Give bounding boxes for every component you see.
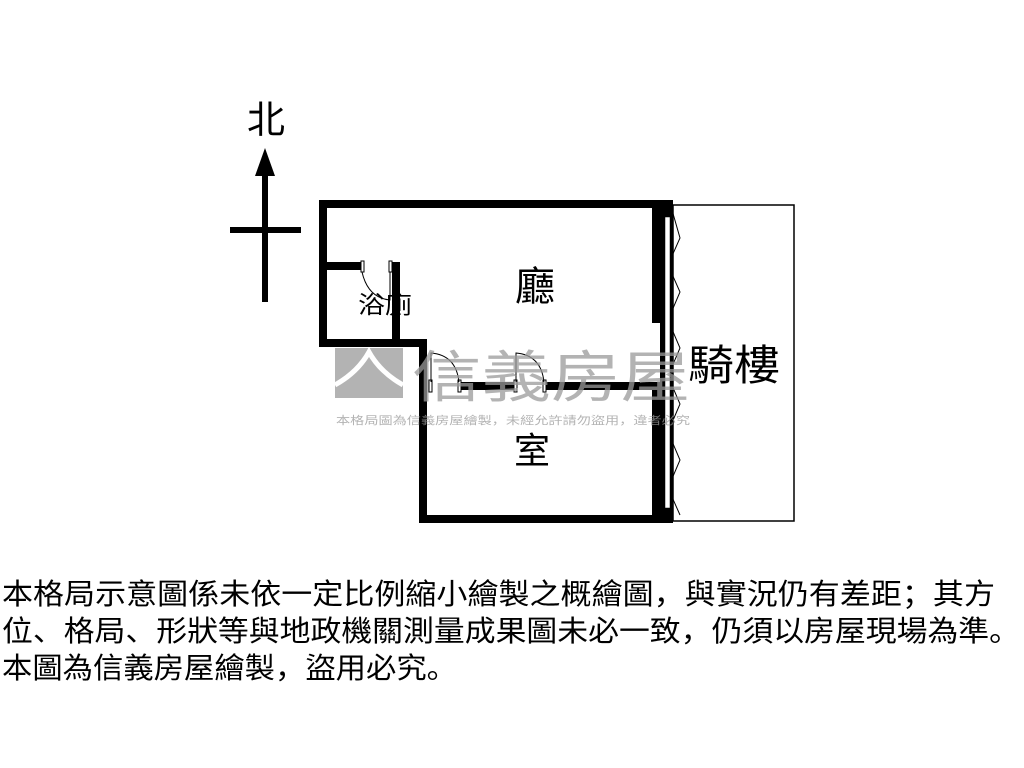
disclaimer-line-2: 位、格局、形狀等與地政機關測量成果圖未必一致，仍須以房屋現場為準。	[2, 614, 1020, 648]
north-arrow-icon	[255, 148, 275, 176]
watermark-brand: 信義房屋	[412, 346, 690, 411]
room-door2-swing	[515, 352, 545, 383]
room-label-bedroom: 室	[514, 431, 550, 472]
wall-right-lower	[652, 382, 660, 523]
room-label-arcade: 騎樓	[688, 341, 780, 390]
room-door1-jamb-right	[457, 379, 462, 393]
disclaimer-line-1: 本格局示意圖係未依一定比例縮小繪製之概繪圖，與實況仍有差距；其方	[2, 577, 995, 611]
wall-bath-top	[319, 262, 362, 270]
north-label: 北	[247, 98, 285, 142]
disclaimer: 本格局示意圖係未依一定比例縮小繪製之概繪圖，與實況仍有差距；其方 位、格局、形狀…	[2, 577, 1020, 685]
wall-left-bath	[319, 200, 327, 347]
wall-right-upper	[652, 200, 660, 323]
doors	[360, 260, 547, 393]
room-label-living: 廳	[515, 264, 555, 310]
watermark-notice: 本格局圖為信義房屋繪製，未經允許請勿盜用，違者必究	[336, 413, 690, 427]
north-compass: 北	[230, 98, 301, 302]
room-door1-swing	[430, 352, 460, 383]
room-door2-jamb-right	[542, 379, 547, 393]
bath-door-jamb-left	[360, 260, 365, 273]
watermark-logo-roof	[333, 346, 405, 388]
disclaimer-line-3: 本圖為信義房屋繪製，盜用必究。	[2, 651, 457, 685]
watermark: 信義房屋 本格局圖為信義房屋繪製，未經允許請勿盜用，違者必究	[333, 346, 690, 427]
wall-bath-bottom	[319, 339, 427, 347]
bath-door-swing	[361, 271, 391, 301]
wall-partition-b	[545, 382, 660, 390]
wall-top	[319, 200, 673, 208]
wall-partition-a	[460, 382, 515, 390]
wall-bottom	[419, 515, 673, 523]
wall-bath-right	[392, 262, 400, 347]
window-slit	[664, 216, 671, 509]
bath-door-jamb-right	[388, 260, 393, 273]
room-label-bath: 浴廁	[358, 291, 412, 319]
wall-left-room	[419, 339, 427, 523]
